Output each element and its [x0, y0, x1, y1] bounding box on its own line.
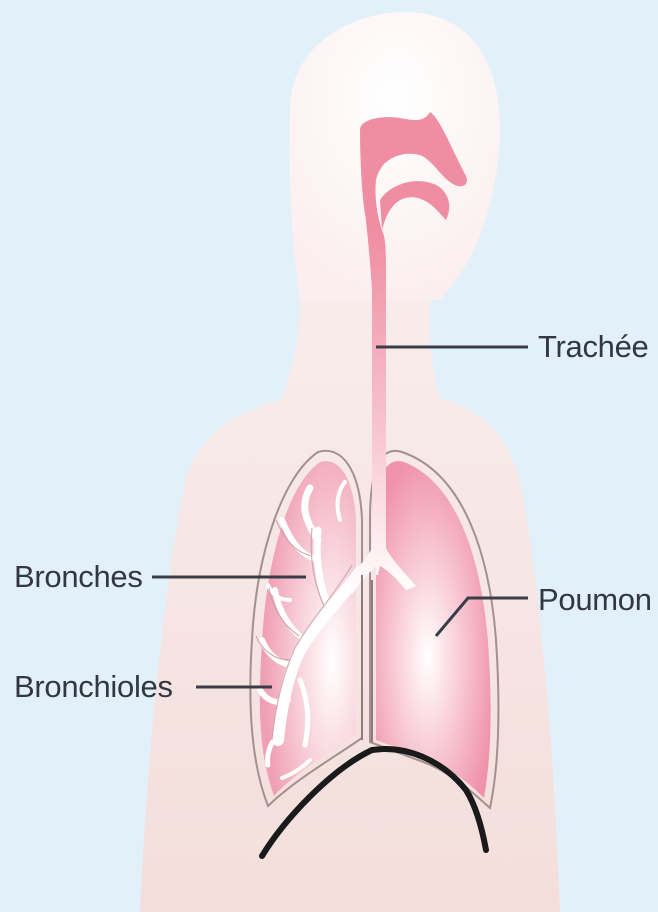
- bronchioles-label: Bronchioles: [14, 671, 173, 702]
- bronches-label: Bronches: [14, 561, 143, 592]
- poumon-label: Poumon: [538, 584, 652, 615]
- trachee-label: Trachée: [538, 331, 648, 362]
